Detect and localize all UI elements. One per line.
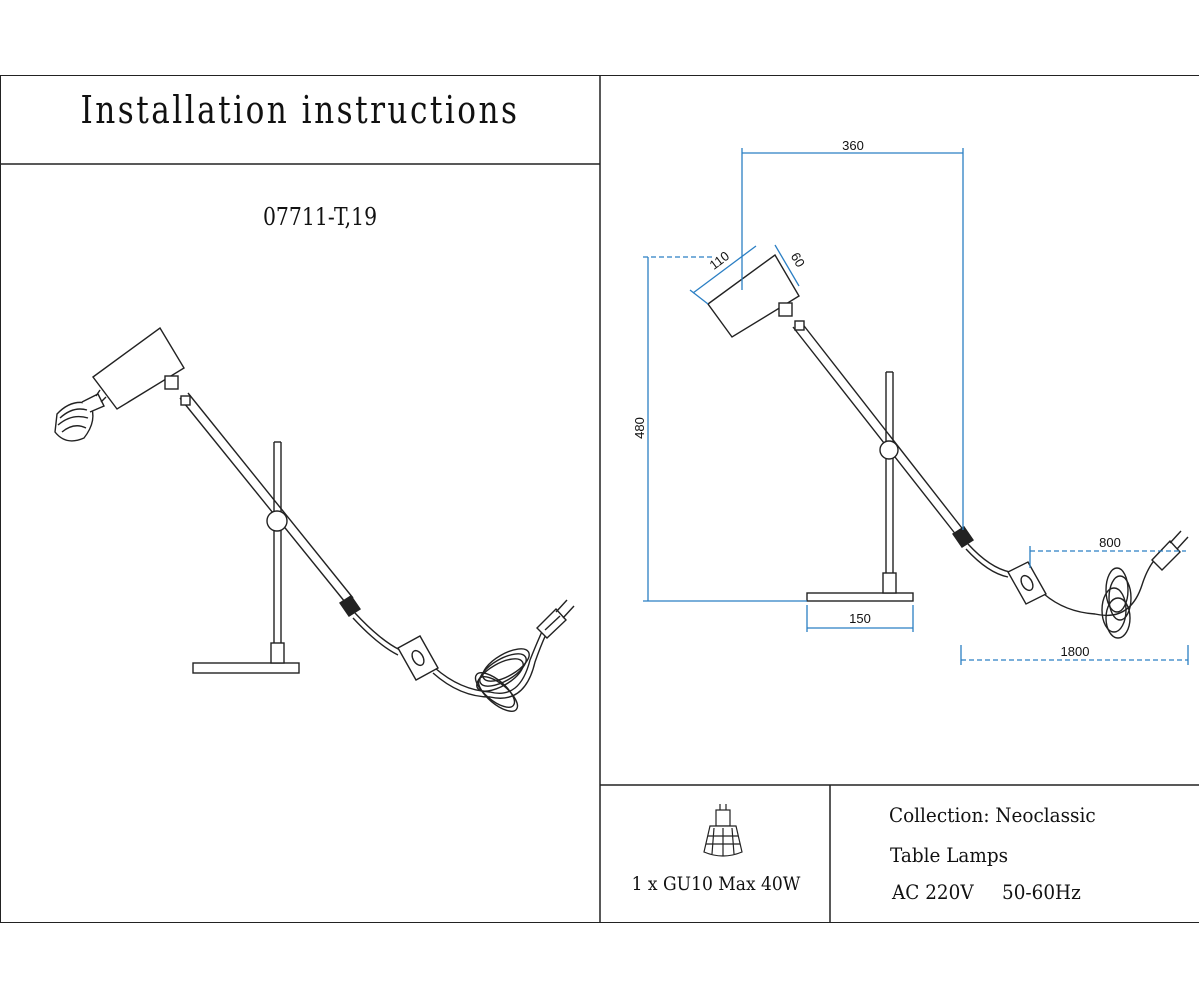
dim-shade-depth: 60 bbox=[788, 250, 808, 270]
page-title: Installation instructions bbox=[80, 88, 520, 132]
dim-cable-total: 1800 bbox=[1061, 644, 1090, 659]
category-text: Table Lamps bbox=[890, 843, 1009, 867]
gu10-bulb-icon bbox=[54, 389, 107, 442]
euro-plug-icon bbox=[536, 599, 575, 639]
dim-shade-length: 110 bbox=[706, 248, 732, 272]
collection-text: Collection: Neoclassic bbox=[889, 803, 1096, 827]
coiled-cable bbox=[474, 648, 530, 712]
panel-dividers bbox=[0, 75, 1199, 923]
inline-switch-icon bbox=[397, 635, 439, 681]
gu10-bulb-spec-icon bbox=[703, 804, 743, 857]
dim-switch-cable: 800 bbox=[1099, 535, 1121, 550]
bulb-spec-text: 1 x GU10 Max 40W bbox=[631, 873, 801, 895]
lamp-perspective-drawing bbox=[54, 326, 575, 712]
voltage-text: AC 220V bbox=[892, 880, 974, 904]
inline-switch-icon-2 bbox=[1007, 561, 1047, 605]
dim-height: 480 bbox=[632, 417, 647, 439]
model-number: 07711-T,19 bbox=[262, 203, 378, 231]
frequency-text: 50-60Hz bbox=[1002, 880, 1081, 904]
dim-base: 150 bbox=[849, 611, 871, 626]
euro-plug-icon-2 bbox=[1151, 530, 1189, 571]
lamp-dimension-drawing bbox=[707, 253, 1189, 639]
dimension-lines bbox=[643, 148, 1189, 665]
dim-width-reach: 360 bbox=[842, 138, 864, 153]
